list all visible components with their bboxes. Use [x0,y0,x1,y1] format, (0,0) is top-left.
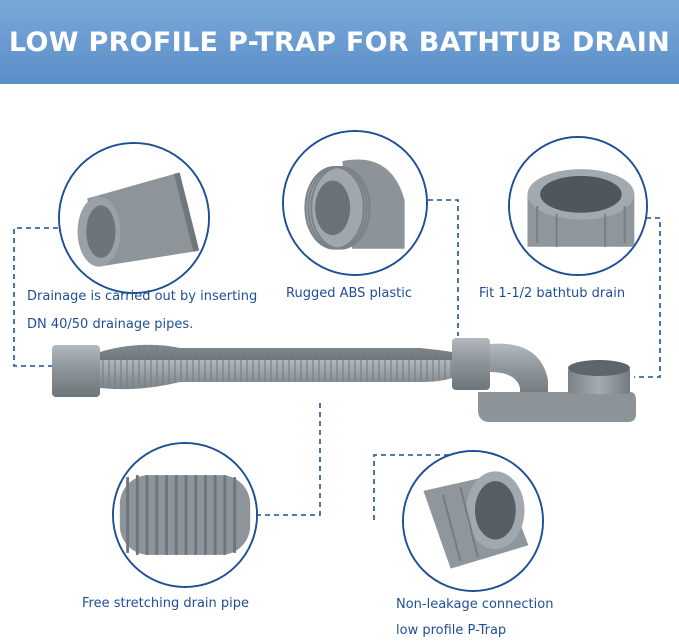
caption-abs-line-1: Rugged ABS plastic [286,286,413,301]
inlet-cuff [52,345,100,397]
caption-stretch-line-1: Free stretching drain pipe [82,596,250,611]
connector-leak [373,454,468,520]
trap-body [478,392,636,422]
caption-drainage: Drainage is carried out by inserting DN … [27,283,257,339]
detail-circle-leak [402,450,544,592]
detail-circle-drainage [58,142,210,294]
elbow [490,343,548,400]
connector-fit [634,217,661,378]
outlet-opening [568,360,630,376]
caption-fit: Fit 1-1/2 bathtub drain [479,280,625,308]
caption-drainage-line-2: DN 40/50 drainage pipes. [27,317,194,332]
page-title: LOW PROFILE P-TRAP FOR BATHTUB DRAIN [8,26,671,58]
caption-abs: Rugged ABS plastic [286,280,412,308]
connector-abs [428,199,459,336]
elbow-nut [452,338,490,390]
detail-circle-stretch [112,442,258,588]
caption-fit-line-1: Fit 1-1/2 bathtub drain [479,286,626,301]
detail-circle-fit [508,136,648,276]
caption-stretch: Free stretching drain pipe [82,590,249,618]
caption-leak-line-2: low profile P-Trap [396,623,507,638]
header-banner: LOW PROFILE P-TRAP FOR BATHTUB DRAIN [0,0,679,84]
caption-leak: Non-leakage connection low profile P-Tra… [396,592,553,644]
caption-drainage-line-1: Drainage is carried out by inserting [27,289,258,304]
detail-circle-abs [282,130,428,276]
connector-stretch [256,400,321,516]
connector-drainage [13,227,58,367]
corrugated-pipe [100,344,452,390]
caption-leak-line-1: Non-leakage connection [396,597,554,612]
